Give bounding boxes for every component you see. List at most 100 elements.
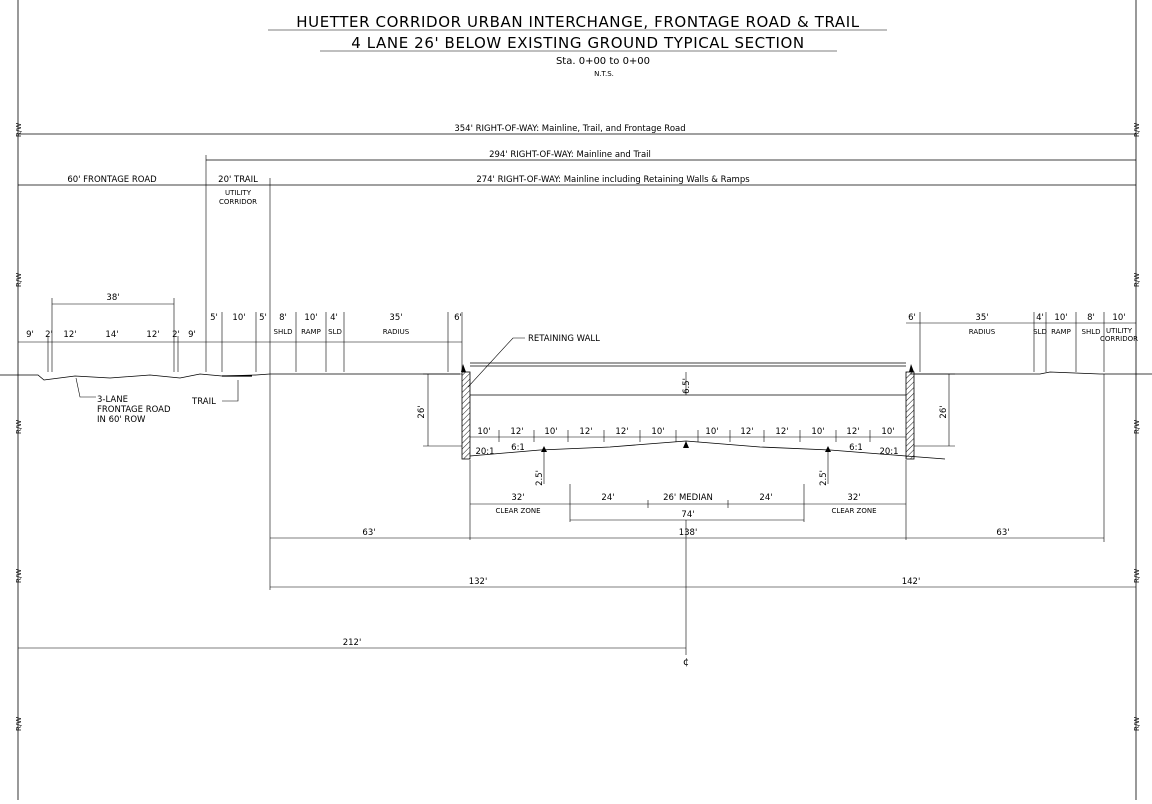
frontage-lane-callout: FRONTAGE ROAD [97, 405, 171, 415]
dim-label: 6' [454, 313, 462, 323]
lane-width: 10' [705, 427, 718, 437]
radius-label: RADIUS [383, 328, 410, 336]
inner-dim: 24' [601, 493, 614, 503]
ground-profile [0, 371, 1152, 381]
rw-mark-right: R/W [1133, 717, 1141, 731]
dim-label: 4' [1036, 313, 1044, 323]
title-block: HUETTER CORRIDOR URBAN INTERCHANGE, FRON… [268, 13, 887, 78]
clear-zone-label: CLEAR ZONE [831, 507, 876, 515]
frontage-lane-callout: 3-LANE [97, 395, 128, 405]
dim-label: 10' [304, 313, 317, 323]
dim-label: 14' [105, 330, 118, 340]
slope-label: 6:1 [849, 443, 863, 453]
ramp-label: RAMP [301, 328, 321, 336]
clear-zone-dim: 32' [511, 493, 524, 503]
lane-width: 12' [579, 427, 592, 437]
rw-mark-left: R/W [15, 273, 23, 287]
radius-label: RADIUS [969, 328, 996, 336]
dim-label: 10' [1054, 313, 1067, 323]
depth-dim: 26' [939, 405, 949, 418]
utility-corridor-label: CORRIDOR [219, 198, 257, 206]
clear-zone-dim: 32' [847, 493, 860, 503]
lane-width: 10' [544, 427, 557, 437]
side-63-dim: 63' [362, 528, 375, 538]
lane-width: 10' [477, 427, 490, 437]
lane-width: 10' [811, 427, 824, 437]
row-dimensions: 354' RIGHT-OF-WAY: Mainline, Trail, and … [18, 124, 1136, 206]
right-detail-dimensions: 6' 35' 4' 10' 8' 10' RADIUS SLD RAMP SHL… [906, 312, 1138, 372]
ditch-depth: 2.5' [535, 470, 545, 486]
utility-corridor-label: UTILITY [1106, 327, 1133, 335]
drawing-subtitle: 4 LANE 26' BELOW EXISTING GROUND TYPICAL… [351, 34, 805, 52]
dim-label: 8' [1087, 313, 1095, 323]
dim-label: 6' [908, 313, 916, 323]
lane-width: 12' [510, 427, 523, 437]
drawing-title: HUETTER CORRIDOR URBAN INTERCHANGE, FRON… [296, 13, 860, 31]
clear-zone-label: CLEAR ZONE [495, 507, 540, 515]
sld-label: SLD [1033, 328, 1047, 336]
dim-label: 10' [1112, 313, 1125, 323]
slope-label: 20:1 [475, 447, 494, 457]
dim-label: 9' [26, 330, 34, 340]
scale-note: N.T.S. [594, 70, 614, 78]
median-dim: 26' MEDIAN [663, 493, 713, 503]
lower-dimensions: 32' CLEAR ZONE 24' 26' MEDIAN 24' 32' CL… [18, 374, 1136, 668]
dim-label: 5' [210, 313, 218, 323]
span-142-dim: 142' [902, 577, 921, 587]
inner-dim: 24' [759, 493, 772, 503]
trail-callout: TRAIL [191, 397, 216, 407]
dim-label: 2' [172, 330, 180, 340]
span-212-dim: 212' [343, 638, 362, 648]
left-detail-dimensions: 38' 9' 2' 12' 14' 12' 2' 9' 5' 10' 5' 8'… [18, 293, 463, 372]
dim-label: 10' [232, 313, 245, 323]
depth-dim: 26' [417, 405, 427, 418]
lane-width: 12' [775, 427, 788, 437]
depressed-section: 6.5' 10' 12' 10' 12' 12' 10' 10' 12' 12'… [417, 362, 955, 486]
dim-label: 5' [259, 313, 267, 323]
frontage-road-width: 60' FRONTAGE ROAD [67, 175, 157, 185]
retaining-wall-callout: RETAINING WALL [528, 334, 600, 344]
utility-corridor-label: UTILITY [225, 189, 252, 197]
wall-height-dim: 6.5' [682, 378, 692, 394]
slope-label: 20:1 [879, 447, 898, 457]
span-138-dim: 138' [679, 528, 698, 538]
shoulder-label: SHLD [274, 328, 293, 336]
rw-mark-right: R/W [1133, 123, 1141, 137]
row-294-label: 294' RIGHT-OF-WAY: Mainline and Trail [489, 150, 651, 160]
dim-label: 35' [975, 313, 988, 323]
row-274-label: 274' RIGHT-OF-WAY: Mainline including Re… [476, 175, 750, 185]
lane-width: 10' [651, 427, 664, 437]
rw-mark-left: R/W [15, 717, 23, 731]
rw-mark-left: R/W [15, 123, 23, 137]
rw-mark-right: R/W [1133, 420, 1141, 434]
right-of-way-lines: R/W R/W R/W R/W R/W R/W R/W R/W R/W R/W [15, 0, 1141, 800]
side-63-dim: 63' [996, 528, 1009, 538]
dim-label: 12' [63, 330, 76, 340]
station-range: Sta. 0+00 to 0+00 [556, 56, 650, 67]
dim-label: 4' [330, 313, 338, 323]
trail-width: 20' TRAIL [218, 175, 258, 185]
rw-mark-left: R/W [15, 569, 23, 583]
slope-label: 6:1 [511, 443, 525, 453]
rw-mark-right: R/W [1133, 569, 1141, 583]
span-74-dim: 74' [681, 510, 694, 520]
lane-width: 12' [615, 427, 628, 437]
shoulder-label: SHLD [1082, 328, 1101, 336]
dim-label: 12' [146, 330, 159, 340]
lane-width: 12' [740, 427, 753, 437]
dim-label: 2' [45, 330, 53, 340]
utility-corridor-label: CORRIDOR [1100, 335, 1138, 343]
sld-label: SLD [328, 328, 342, 336]
rw-mark-right: R/W [1133, 273, 1141, 287]
lane-width: 12' [846, 427, 859, 437]
row-354-label: 354' RIGHT-OF-WAY: Mainline, Trail, and … [454, 124, 685, 134]
ramp-label: RAMP [1051, 328, 1071, 336]
centerline-symbol: ¢ [683, 657, 689, 668]
rw-mark-left: R/W [15, 420, 23, 434]
lane-width: 10' [881, 427, 894, 437]
dim-label: 35' [389, 313, 402, 323]
frontage-lane-callout: IN 60' ROW [97, 415, 146, 425]
dim-label: 9' [188, 330, 196, 340]
callouts: RETAINING WALL 3-LANE FRONTAGE ROAD IN 6… [75, 334, 600, 425]
